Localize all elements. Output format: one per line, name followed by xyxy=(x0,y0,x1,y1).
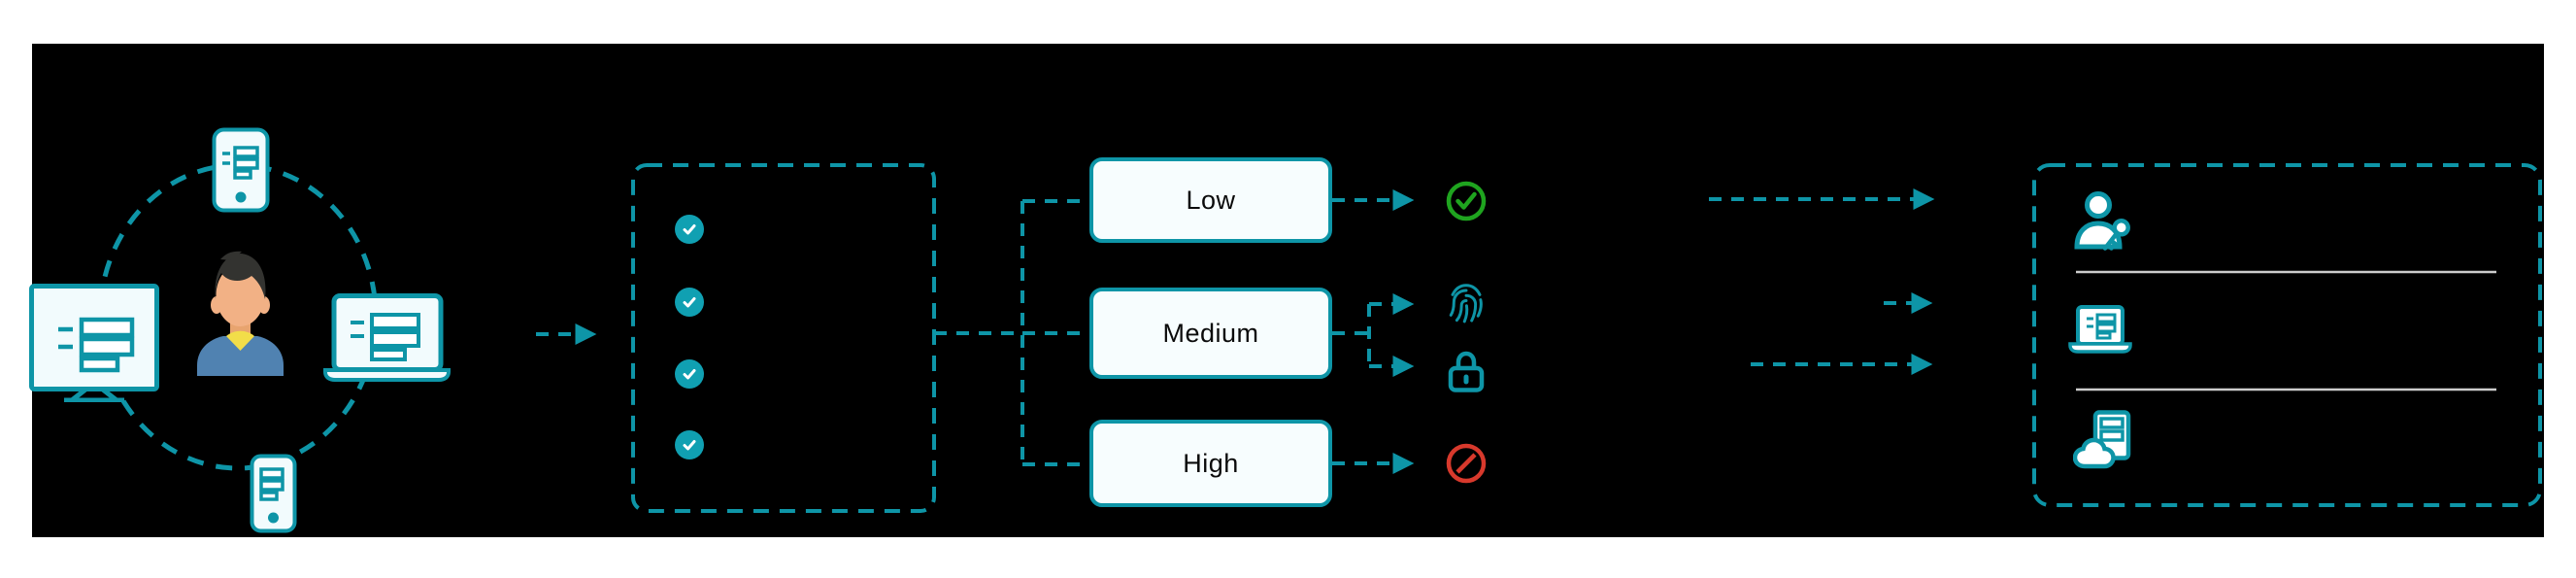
risk-box-high-label: High xyxy=(1183,448,1239,478)
risk-box-high: High xyxy=(1089,420,1332,507)
red-block-icon xyxy=(1445,442,1488,485)
risk-box-medium: Medium xyxy=(1089,288,1332,379)
check-circle-icon xyxy=(675,288,704,317)
check-circle-icon xyxy=(675,359,704,389)
risk-box-medium-label: Medium xyxy=(1162,318,1259,348)
laptop-icon xyxy=(323,293,451,383)
padlock-icon xyxy=(1448,350,1485,392)
check-circle-icon xyxy=(675,215,704,244)
risk-box-low-label: Low xyxy=(1186,185,1236,215)
risk-box-low: Low xyxy=(1089,157,1332,243)
destination-dashed-box xyxy=(2032,163,2542,507)
fingerprint-icon xyxy=(1447,284,1486,324)
cloud-server-icon xyxy=(2073,410,2133,469)
laptop-icon xyxy=(2068,305,2132,356)
check-circle-icon xyxy=(675,430,704,459)
smartphone-icon xyxy=(212,127,270,213)
user-key-icon xyxy=(2074,191,2130,260)
checklist-dashed-box xyxy=(631,163,936,513)
desktop-monitor-icon xyxy=(29,284,159,402)
person-avatar xyxy=(191,243,289,376)
green-check-circle-icon xyxy=(1445,180,1488,222)
smartphone-icon xyxy=(250,454,297,533)
